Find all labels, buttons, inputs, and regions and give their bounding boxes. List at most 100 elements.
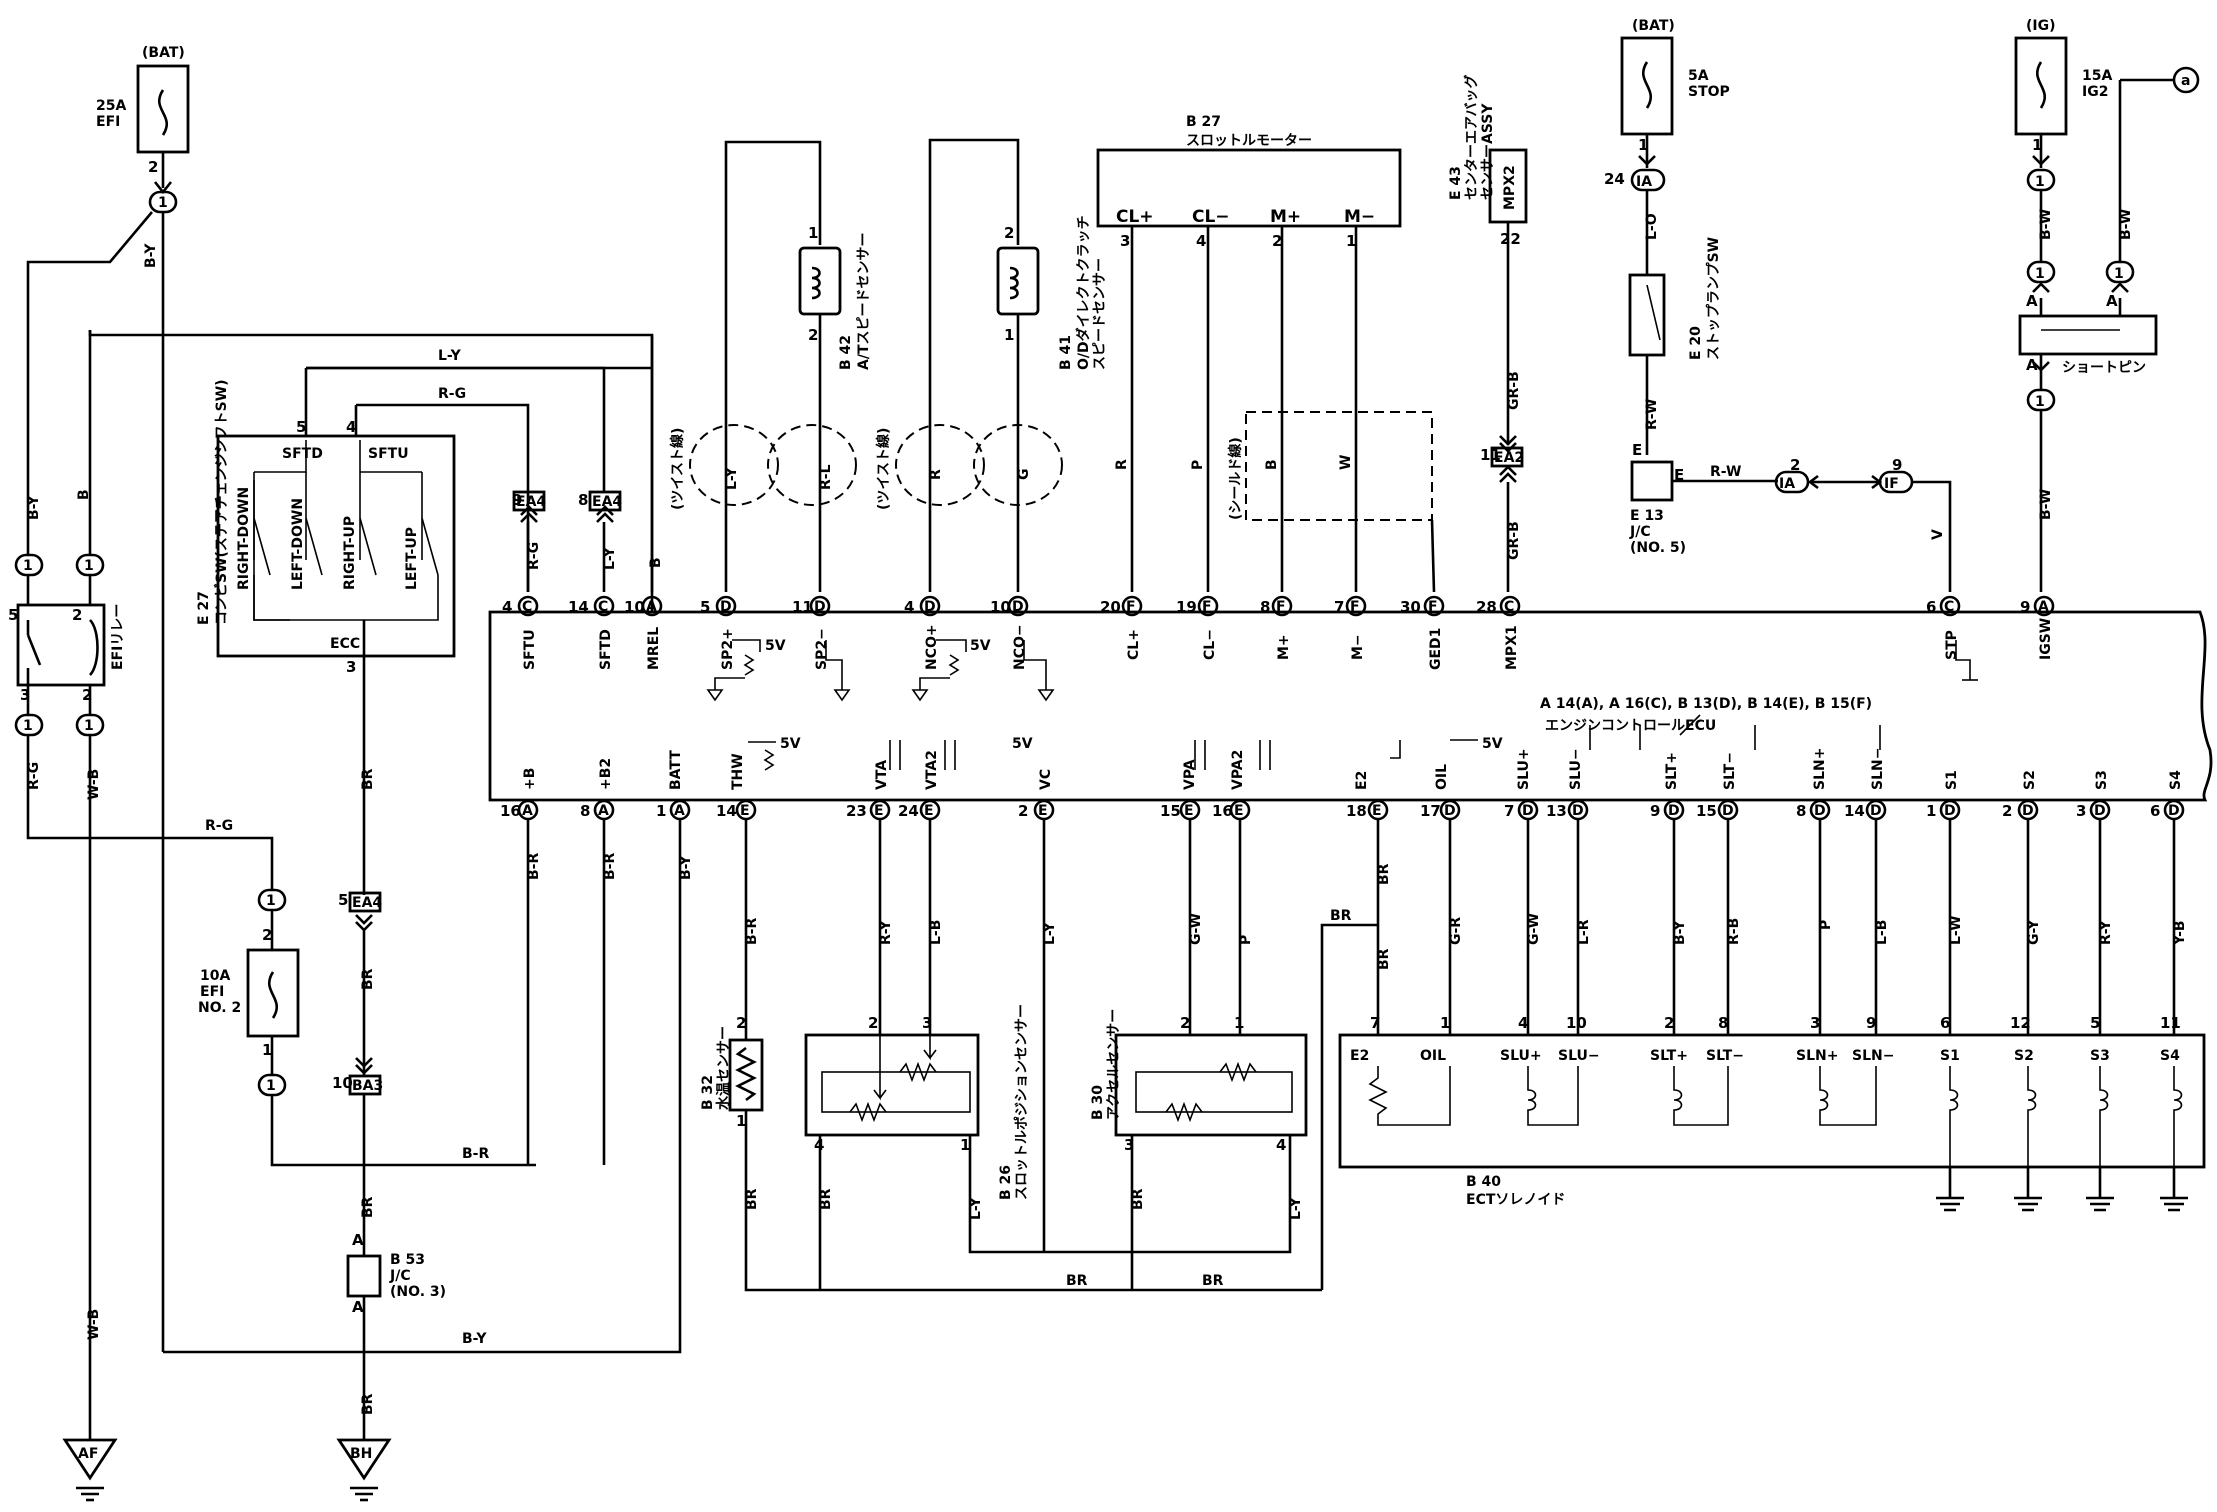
svg-text:1: 1 [23,718,33,734]
svg-text:C: C [1944,599,1954,615]
svg-text:1: 1 [736,1112,746,1130]
svg-text:A: A [646,599,657,615]
svg-text:6: 6 [1926,598,1936,616]
throttle-motor: B 27 スロットルモーター CL+ CL− M+ M− 3 4 2 1 R P… [1096,114,1436,593]
svg-text:A: A [352,1298,364,1316]
svg-text:水温センサー: 水温センサー [715,1026,732,1110]
svg-text:S2: S2 [2022,770,2038,790]
svg-text:V: V [1930,529,1946,540]
svg-text:C: C [1504,599,1514,615]
svg-text:B 32: B 32 [700,1075,716,1110]
airbag-sensor: E 43 センターエアバッグ センサーASSY MPX2 22 GR-B 11 … [1448,75,1528,592]
svg-text:SLU+: SLU+ [1516,748,1532,790]
svg-text:SLT−: SLT− [1722,752,1738,790]
svg-text:A: A [2026,292,2038,310]
svg-text:BR: BR [360,1393,376,1415]
svg-text:9: 9 [1650,802,1660,820]
svg-text:B 26: B 26 [998,1165,1014,1200]
svg-text:E: E [1674,466,1684,484]
svg-text:D: D [1444,803,1456,819]
svg-text:4: 4 [1276,1136,1286,1154]
svg-text:E: E [1234,803,1244,819]
svg-text:BR: BR [1066,1273,1088,1289]
svg-text:BR: BR [360,1196,376,1218]
svg-text:2: 2 [736,1014,746,1032]
svg-text:S3: S3 [2090,1048,2110,1064]
svg-text:10: 10 [624,598,645,616]
svg-text:L-R: L-R [1576,919,1592,945]
svg-text:B 40: B 40 [1466,1174,1501,1190]
svg-text:F: F [1350,599,1360,615]
svg-text:D: D [2022,803,2034,819]
svg-text:E 13: E 13 [1630,508,1664,524]
svg-text:11: 11 [2160,1014,2181,1032]
svg-text:D: D [1814,803,1826,819]
svg-text:15A: 15A [2082,68,2112,84]
svg-text:L-Y: L-Y [438,348,462,364]
svg-text:12: 12 [2010,1014,2031,1032]
svg-text:4: 4 [346,418,356,436]
svg-text:G-Y: G-Y [2026,919,2042,945]
svg-text:W: W [1338,455,1354,470]
svg-text:1: 1 [1926,802,1936,820]
svg-text:SFTD: SFTD [598,629,614,670]
svg-text:4: 4 [1196,232,1206,250]
speed-sensors: 1 2 B 42 A/Tスピードセンサー 2 1 B 41 O/Dダイレクトクラ… [669,138,1108,592]
svg-text:IA: IA [1636,174,1652,190]
svg-text:J/C: J/C [389,1268,411,1284]
svg-text:S4: S4 [2168,770,2184,790]
svg-text:BR: BR [360,768,376,790]
svg-text:ECTソレノイド: ECTソレノイド [1466,1192,1565,1208]
svg-text:17: 17 [1420,802,1441,820]
svg-text:2: 2 [808,326,818,344]
fuse-efi-no2: 1 2 10A EFI NO. 2 1 1 B-R [198,888,536,1167]
svg-text:GR-B: GR-B [1506,521,1522,560]
svg-text:STOP: STOP [1688,84,1730,100]
svg-text:4: 4 [502,598,512,616]
svg-text:5V: 5V [1012,736,1033,752]
svg-text:E 27: E 27 [196,591,212,625]
svg-text:O/Dダイレクトクラッチ: O/Dダイレクトクラッチ [1075,215,1092,370]
svg-text:B-Y: B-Y [143,243,159,268]
ea4-ba3-chain: 5 EA4 BR 10 BA3 BR A B 53 J/C (NO. 3) A … [163,822,682,1440]
svg-text:E 43: E 43 [1448,166,1464,200]
svg-text:GED1: GED1 [1428,628,1444,670]
svg-text:G: G [1016,469,1032,481]
svg-text:R-Y: R-Y [2098,919,2114,945]
svg-text:L-Y: L-Y [1288,1196,1304,1220]
ecu-bottom-wires: B-R B-R B-Y B-R R-Y L-B L-Y G-W P BR BR … [526,820,2188,1290]
svg-text:スロットルポジションセンサー: スロットルポジションセンサー [1013,1004,1030,1200]
svg-text:E: E [1038,803,1048,819]
svg-text:R: R [1114,459,1130,470]
svg-text:5: 5 [700,598,710,616]
svg-text:GR-B: GR-B [1506,371,1522,410]
svg-text:アクセルセンサー: アクセルセンサー [1106,1009,1122,1120]
svg-text:3: 3 [20,686,30,704]
ecu-internals: 5V 5V 5V 5V 5V [706,638,1978,771]
svg-text:P: P [1818,920,1834,930]
svg-text:(NO. 5): (NO. 5) [1630,540,1686,556]
svg-text:P: P [1238,935,1254,945]
svg-text:BR: BR [744,1188,760,1210]
svg-text:1: 1 [2032,136,2042,154]
svg-text:SP2−: SP2− [814,628,830,670]
svg-text:センサーASSY: センサーASSY [1480,103,1496,200]
svg-text:2: 2 [262,926,272,944]
svg-text:B-R: B-R [602,853,618,880]
svg-text:5: 5 [8,606,18,624]
svg-text:SLT+: SLT+ [1650,1048,1688,1064]
svg-text:S2: S2 [2014,1048,2034,1064]
svg-text:R-G: R-G [26,762,42,790]
svg-text:BR: BR [1330,908,1352,924]
svg-text:R-W: R-W [1644,399,1660,430]
svg-text:VC: VC [1038,769,1054,790]
svg-text:(BAT): (BAT) [1632,18,1675,34]
svg-text:Y-B: Y-B [2172,920,2188,946]
svg-text:L-Y: L-Y [968,1196,984,1220]
svg-text:SLN+: SLN+ [1812,748,1828,790]
svg-text:BR: BR [1130,1188,1146,1210]
sft-wiring: 9 EA4 R-G 8 EA4 L-Y B [306,335,664,592]
svg-text:R-G: R-G [205,818,233,834]
svg-text:13: 13 [1546,802,1567,820]
